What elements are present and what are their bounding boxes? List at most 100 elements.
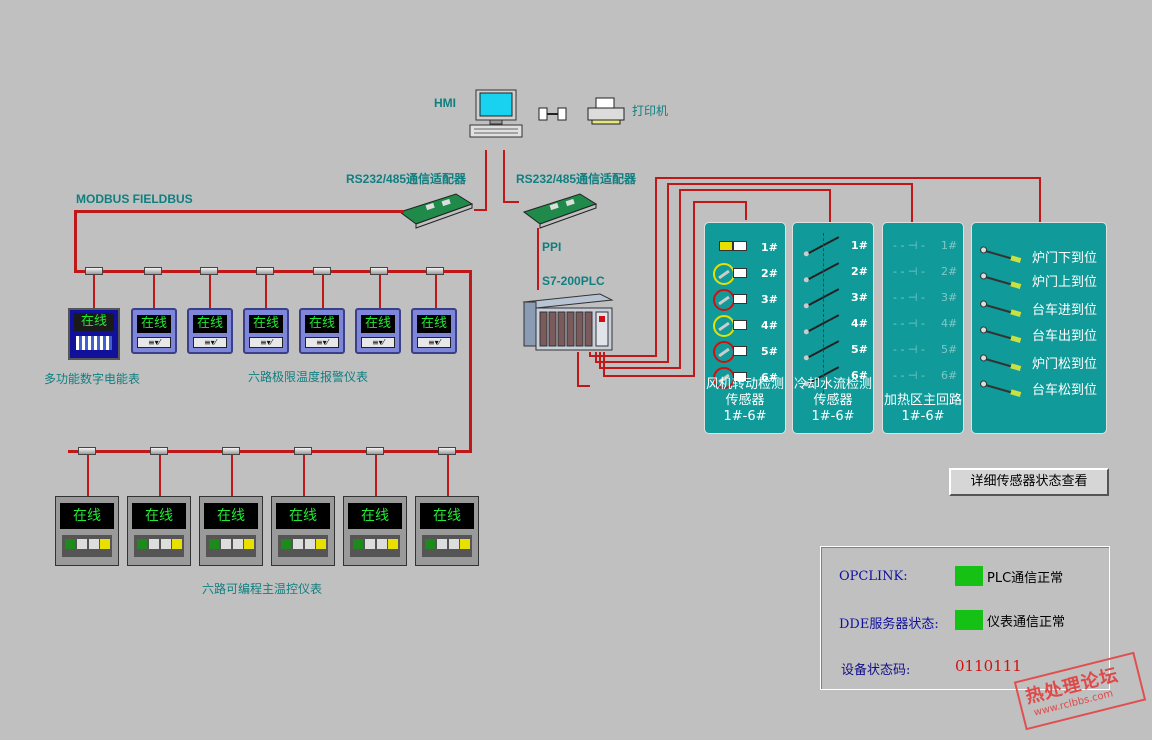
cooling-num-4: 4# [851, 317, 868, 330]
limit-item-4: 台车出到位 [1032, 329, 1098, 344]
fan-sensor-panel[interactable]: 1# 2# 3# 4# 5# 6# 风机转动检测传感器1#-6# [704, 222, 786, 434]
programmable-unit-5[interactable]: 在线 [343, 496, 407, 566]
unit-status: 在线 [137, 315, 171, 333]
fan-panel-title: 风机转动检测传感器1#-6# [705, 377, 784, 424]
left-adapter-label: RS232/485通信适配器 [346, 172, 467, 186]
heating-contact-4: - - ⊣ - [893, 317, 925, 330]
heating-num-6: 6# [941, 369, 958, 382]
cooling-num-1: 1# [851, 239, 868, 252]
unit-status: 在线 [60, 503, 114, 529]
plc-rack-icon[interactable] [520, 288, 616, 352]
hmi-computer-icon[interactable] [468, 88, 524, 140]
cooling-num-6: 6# [851, 369, 868, 382]
device-code-value: 0110111 [955, 657, 1022, 675]
fan-num-3: 3# [761, 293, 778, 306]
limit-switch-3-icon [981, 303, 1021, 316]
limit-item-6: 台车松到位 [1032, 383, 1098, 398]
unit-keys: ≡▾⁄ [249, 337, 283, 348]
opclink-value: PLC通信正常 [987, 571, 1064, 586]
fan-num-2: 2# [761, 267, 778, 280]
programmable-unit-4[interactable]: 在线 [271, 496, 335, 566]
ppi-label: PPI [542, 240, 562, 254]
unit-status: 在线 [276, 503, 330, 529]
programmable-unit-3[interactable]: 在线 [199, 496, 263, 566]
limit-switch-6-icon [981, 383, 1021, 396]
limit-item-1: 炉门下到位 [1032, 251, 1098, 266]
energy-meter-keypad [76, 336, 112, 350]
cooling-num-5: 5# [851, 343, 868, 356]
programmable-unit-6[interactable]: 在线 [415, 496, 479, 566]
cooling-sensor-panel[interactable]: 1# 2# 3# 4# 5# 6# 冷却水流检测传感器1#-6# [792, 222, 874, 434]
cooling-num-3: 3# [851, 291, 868, 304]
temp-alarm-label: 六路极限温度报警仪表 [248, 370, 369, 384]
heating-num-2: 2# [941, 265, 958, 278]
heating-num-5: 5# [941, 343, 958, 356]
unit-keys: ≡▾⁄ [137, 337, 171, 348]
temp-alarm-unit-1[interactable]: 在线 ≡▾⁄ [131, 308, 177, 354]
heating-contact-6: - - ⊣ - [893, 369, 925, 382]
unit-status: 在线 [417, 315, 451, 333]
unit-keys: ≡▾⁄ [305, 337, 339, 348]
heating-contact-3: - - ⊣ - [893, 291, 925, 304]
right-adapter-card-icon [522, 193, 598, 229]
fan-num-6: 6# [761, 371, 778, 384]
right-adapter-label: RS232/485通信适配器 [516, 172, 637, 186]
hmi-label: HMI [434, 96, 456, 110]
limit-switch-2-icon [981, 275, 1021, 288]
energy-meter-label: 多功能数字电能表 [44, 372, 141, 386]
fan-sensor-4-icon [713, 315, 735, 337]
unit-keys: ≡▾⁄ [193, 337, 227, 348]
limit-item-2: 炉门上到位 [1032, 275, 1098, 290]
status-panel: OPCLINK: PLC通信正常 DDE服务器状态: 仪表通信正常 设备状态码:… [820, 546, 1110, 690]
unit-status: 在线 [305, 315, 339, 333]
fieldbus-label: MODBUS FIELDBUS [76, 192, 193, 206]
limit-switch-panel[interactable]: 炉门下到位 炉门上到位 台车进到位 台车出到位 炉门松到位 台车松到位 [971, 222, 1107, 434]
programmable-unit-2[interactable]: 在线 [127, 496, 191, 566]
temp-alarm-unit-5[interactable]: 在线 ≡▾⁄ [355, 308, 401, 354]
temp-alarm-unit-2[interactable]: 在线 ≡▾⁄ [187, 308, 233, 354]
unit-status: 在线 [204, 503, 258, 529]
unit-status: 在线 [361, 315, 395, 333]
printer-icon[interactable] [586, 96, 626, 126]
limit-switch-5-icon [981, 357, 1021, 370]
heating-num-3: 3# [941, 291, 958, 304]
heating-num-1: 1# [941, 239, 958, 252]
network-link-icon [538, 107, 567, 121]
fan-sensor-3-icon [713, 289, 735, 311]
heating-contact-5: - - ⊣ - [893, 343, 925, 356]
unit-status: 在线 [249, 315, 283, 333]
fan-sensor-5-icon [713, 341, 735, 363]
sensor-detail-button[interactable]: 详细传感器状态查看 [949, 468, 1109, 496]
unit-status: 在线 [193, 315, 227, 333]
dde-value: 仪表通信正常 [987, 615, 1066, 630]
temp-alarm-unit-6[interactable]: 在线 ≡▾⁄ [411, 308, 457, 354]
device-code-key: 设备状态码: [841, 663, 911, 678]
opclink-key: OPCLINK: [839, 569, 908, 584]
unit-status: 在线 [348, 503, 402, 529]
left-adapter-card-icon [398, 193, 474, 229]
fan-num-5: 5# [761, 345, 778, 358]
temp-alarm-unit-4[interactable]: 在线 ≡▾⁄ [299, 308, 345, 354]
cooling-panel-title: 冷却水流检测传感器1#-6# [793, 377, 872, 424]
fan-num-4: 4# [761, 319, 778, 332]
programmable-label: 六路可编程主温控仪表 [202, 582, 323, 596]
dde-key: DDE服务器状态: [839, 617, 939, 632]
unit-keys: ≡▾⁄ [361, 337, 395, 348]
temp-alarm-unit-3[interactable]: 在线 ≡▾⁄ [243, 308, 289, 354]
energy-meter[interactable]: 在线 [68, 308, 120, 360]
heating-contact-1: - - ⊣ - [893, 239, 925, 252]
energy-meter-screen: 在线 [74, 313, 114, 331]
plc-wiring [577, 177, 1041, 387]
limit-switch-1-icon [981, 249, 1021, 262]
printer-label: 打印机 [632, 104, 669, 118]
dde-status-led [955, 610, 983, 630]
unit-keys: ≡▾⁄ [417, 337, 451, 348]
fan-sensor-1-icon [719, 241, 733, 251]
plc-label: S7-200PLC [542, 274, 605, 288]
heating-num-4: 4# [941, 317, 958, 330]
limit-item-3: 台车进到位 [1032, 303, 1098, 318]
heating-panel[interactable]: - - ⊣ - - - ⊣ - - - ⊣ - - - ⊣ - - - ⊣ - … [882, 222, 964, 434]
programmable-unit-1[interactable]: 在线 [55, 496, 119, 566]
opclink-status-led [955, 566, 983, 586]
